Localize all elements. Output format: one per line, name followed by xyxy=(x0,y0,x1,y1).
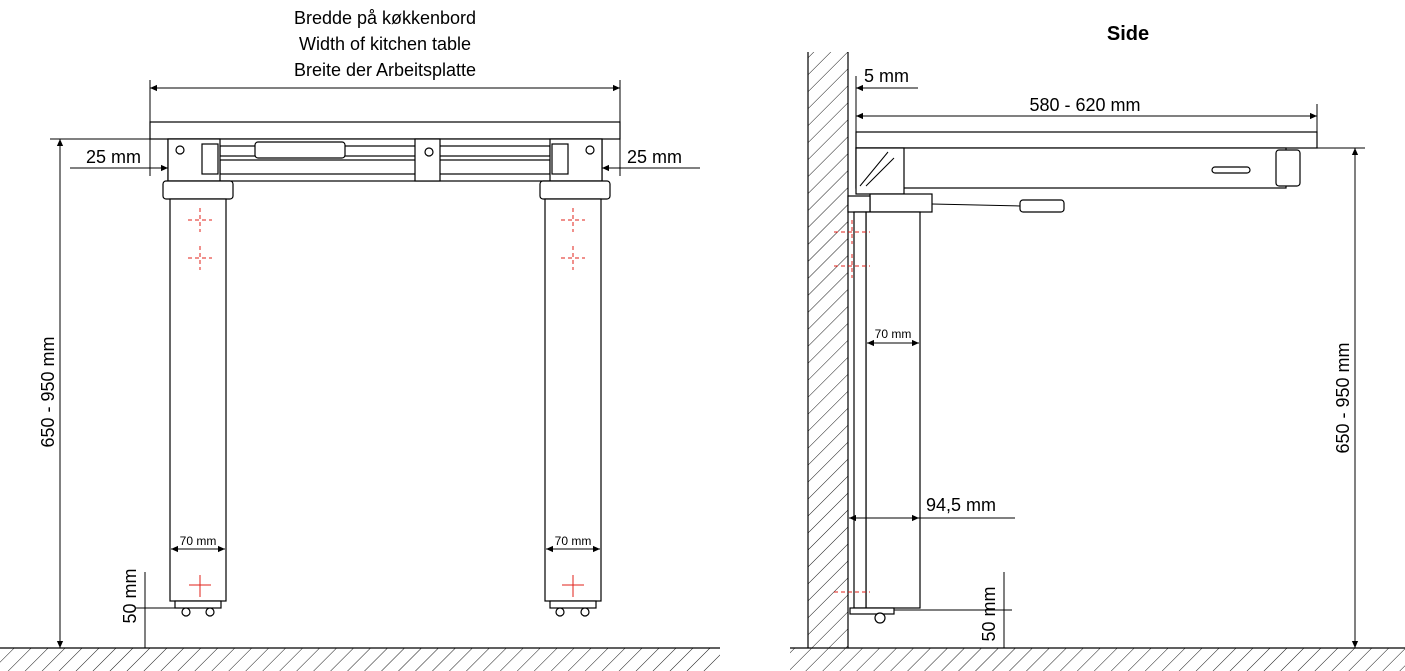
frame-end-cap xyxy=(1275,149,1301,187)
wall-to-leg-label: 94,5 mm xyxy=(926,495,996,515)
wall-bracket xyxy=(855,147,905,195)
wall-hatch xyxy=(808,52,848,648)
side-leg-head xyxy=(869,193,933,213)
width-label-en: Width of kitchen table xyxy=(299,34,471,54)
slot-handle xyxy=(1211,166,1251,174)
leg-width-left-label: 70 mm xyxy=(180,534,217,548)
right-bracket-plate xyxy=(551,143,569,175)
right-leg-feet xyxy=(549,600,597,617)
wall-bracket-web xyxy=(859,151,895,187)
side-leg-width-label: 70 mm xyxy=(875,327,912,341)
height-label: 650 - 950 mm xyxy=(38,336,58,447)
side-title: Side xyxy=(1107,23,1149,45)
width-label-de: Breite der Arbeitsplatte xyxy=(294,60,476,80)
motor-housing xyxy=(254,141,346,159)
side-floor-gap-label: 50 mm xyxy=(979,586,999,641)
left-leg-marks xyxy=(188,208,212,597)
center-bracket xyxy=(414,138,441,182)
offset-left-label: 25 mm xyxy=(86,147,141,167)
cable xyxy=(931,203,1021,207)
left-leg-head xyxy=(162,180,234,200)
cable-connector xyxy=(1019,199,1065,213)
side-leg-feet xyxy=(849,607,895,624)
side-height-label: 650 - 950 mm xyxy=(1333,342,1353,453)
side-leg-mount xyxy=(847,195,871,213)
right-leg-marks xyxy=(561,208,585,597)
side-leg xyxy=(865,211,921,609)
left-bracket-plate xyxy=(201,143,219,175)
side-leg-inner xyxy=(853,211,867,609)
wall-gap-label: 5 mm xyxy=(864,66,909,86)
rail-lower xyxy=(219,159,551,175)
right-bracket-bolt-icon xyxy=(585,145,595,155)
right-leg-head xyxy=(539,180,611,200)
floor-hatch-side xyxy=(790,648,1405,671)
tabletop-side xyxy=(855,131,1318,149)
left-bracket-bolt-icon xyxy=(175,145,185,155)
offset-right-label: 25 mm xyxy=(627,147,682,167)
side-leg-marks xyxy=(834,220,870,593)
floor-hatch-front xyxy=(0,648,720,671)
side-view: Side 5 mm 580 - 620 mm xyxy=(790,23,1405,671)
leg-width-right-label: 70 mm xyxy=(555,534,592,548)
tabletop-front xyxy=(149,121,621,140)
depth-label: 580 - 620 mm xyxy=(1029,95,1140,115)
center-bolt-icon xyxy=(424,147,434,157)
left-leg-feet xyxy=(174,600,222,617)
front-view: Bredde på køkkenbord Width of kitchen ta… xyxy=(0,8,720,671)
floor-gap-label: 50 mm xyxy=(120,568,140,623)
width-label-da: Bredde på køkkenbord xyxy=(294,8,476,28)
